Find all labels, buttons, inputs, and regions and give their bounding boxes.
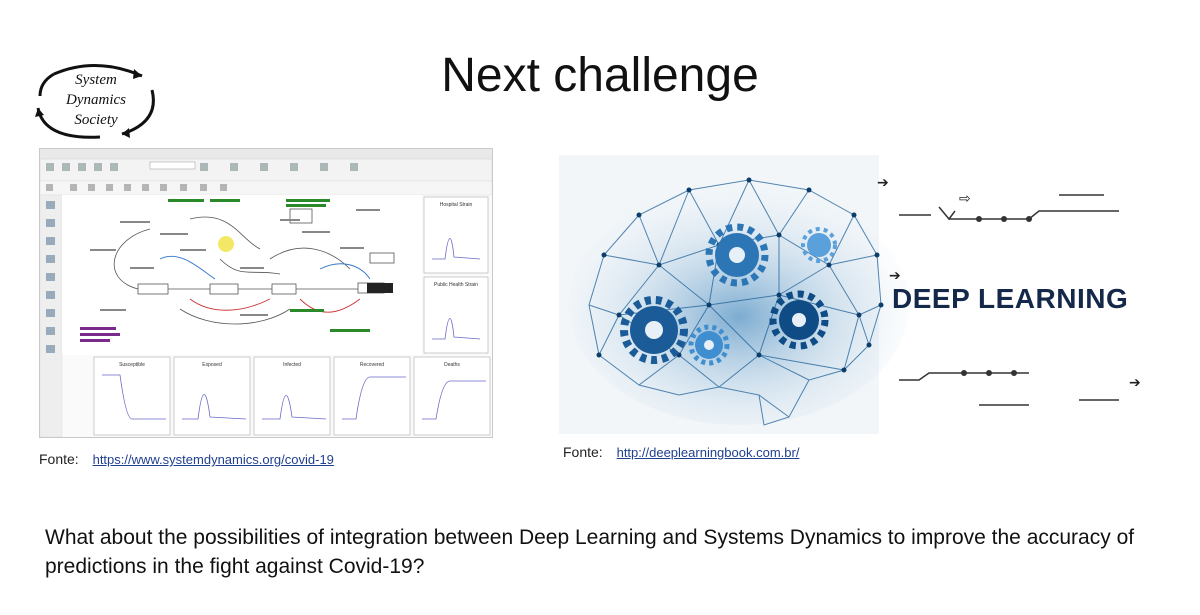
graph-title: Exposed [202,362,222,368]
logo-text-2: Dynamics [65,92,126,108]
svg-text:➔: ➔ [889,268,901,284]
hospital-strain-graph: Hospital Strain [423,196,489,274]
deaths-graph: Deaths [413,356,491,436]
graph-title: Infected [283,362,301,368]
exposed-graph: Exposed [173,356,251,436]
recovered-graph: Recovered [333,356,411,436]
systemdynamics-link[interactable]: https://www.systemdynamics.org/covid-19 [92,452,334,467]
source-label: Fonte: [563,444,603,460]
question-text: What about the possibilities of integrat… [45,526,1135,578]
svg-text:➔: ➔ [877,175,889,191]
slide-title: Next challenge [441,49,759,102]
svg-text:⇨: ⇨ [959,191,971,207]
deep-learning-image: ➔ ➔ ➔ ⇨ DEEP LEARNING [559,155,1164,434]
graph-title: Public Health Strain [434,282,478,288]
graph-title: Deaths [444,362,460,368]
graph-title: Hospital Strain [440,202,473,208]
right-source: Fonte: http://deeplearningbook.com.br/ [563,444,799,460]
deep-learning-text: DEEP LEARNING [892,283,1129,314]
source-label: Fonte: [39,451,79,467]
infected-graph: Infected [253,356,331,436]
logo-text-3: Society [74,112,118,128]
svg-text:➔: ➔ [1129,375,1141,391]
logo-text-1: System [75,72,117,88]
left-source: Fonte: https://www.systemdynamics.org/co… [39,451,334,467]
system-dynamics-screenshot: Hospital Strain Public Health Strain Sus… [39,148,493,438]
logo-graphic: System Dynamics Society [35,64,155,139]
graph-title: Susceptible [119,362,145,368]
circuit-lines [899,194,1119,406]
system-dynamics-society-logo: System Dynamics Society [34,60,159,140]
deeplearningbook-link[interactable]: http://deeplearningbook.com.br/ [616,445,800,460]
susceptible-graph: Susceptible [93,356,171,436]
public-health-strain-graph: Public Health Strain [423,276,489,354]
graph-title: Recovered [360,362,384,368]
gear-icons [620,223,837,366]
